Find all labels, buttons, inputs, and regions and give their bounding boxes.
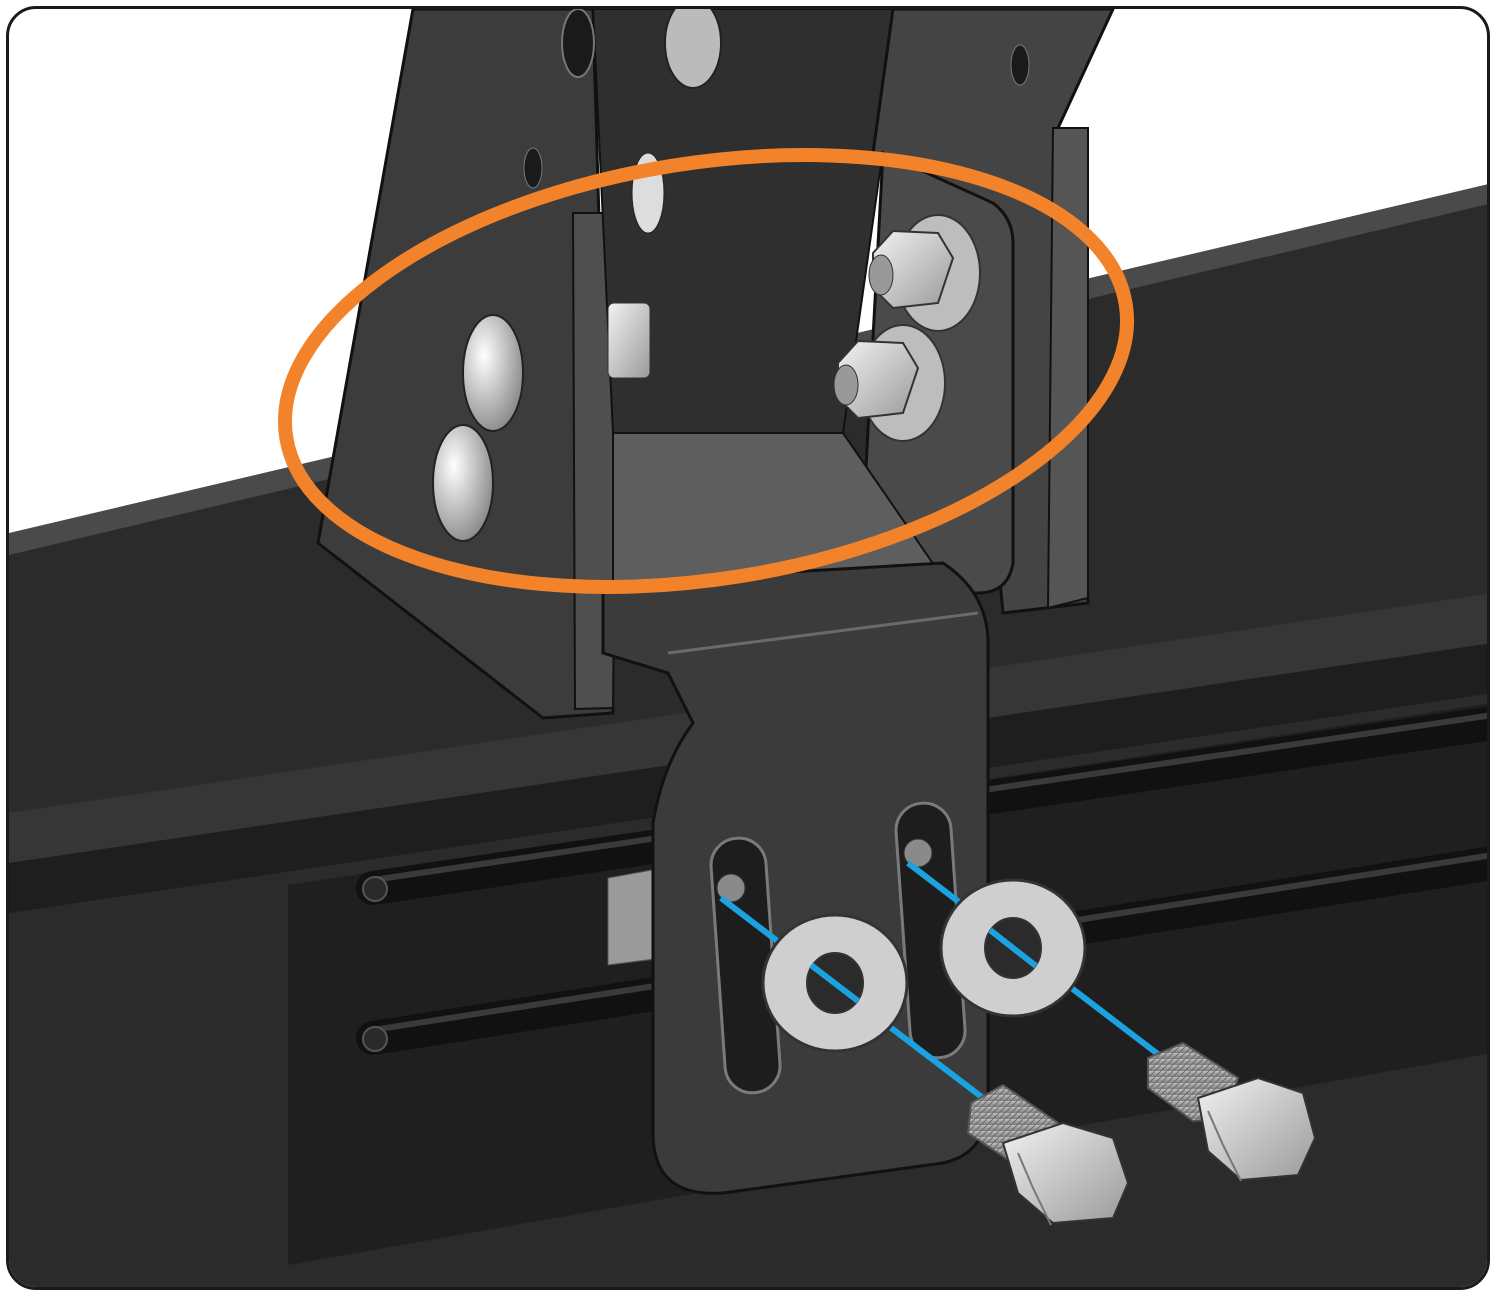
- stud-end-icon: [833, 364, 859, 406]
- button-head-bolt-icon: [432, 424, 494, 542]
- flat-washers: [761, 878, 1087, 1053]
- rail-tube-upper-end: [362, 876, 388, 902]
- assembly-diagram: [9, 9, 1487, 1287]
- foot-bracket-body: [601, 561, 990, 1195]
- rail-tube-lower-end: [362, 1026, 388, 1052]
- button-head-bolt-icon: [462, 314, 524, 432]
- hidden-nut-icon: [607, 302, 651, 379]
- button-head-bolts: [432, 302, 651, 542]
- mount-arm-right-flange: [1046, 127, 1089, 610]
- arm-hole-1: [1010, 44, 1030, 86]
- bolt-head-edge: [1017, 1152, 1052, 1226]
- callout-ellipse: [277, 148, 1135, 594]
- hex-bolt-left: [966, 1083, 1130, 1226]
- arm-hole-2: [523, 147, 543, 189]
- hex-bolt-right: [1147, 1041, 1317, 1182]
- arm-slot-1: [561, 9, 595, 78]
- fastener-path-through-right: [988, 927, 1038, 969]
- arm-slot-2: [664, 9, 722, 89]
- bolt-icon: [1001, 1121, 1130, 1225]
- fastener-path-through-left: [809, 962, 860, 1004]
- stud-end-icon: [868, 254, 894, 296]
- hex-nuts: [833, 214, 981, 442]
- foot-bracket-bend: [667, 611, 979, 655]
- bolt-head-edge: [1207, 1110, 1242, 1182]
- diagram-frame: [6, 6, 1490, 1290]
